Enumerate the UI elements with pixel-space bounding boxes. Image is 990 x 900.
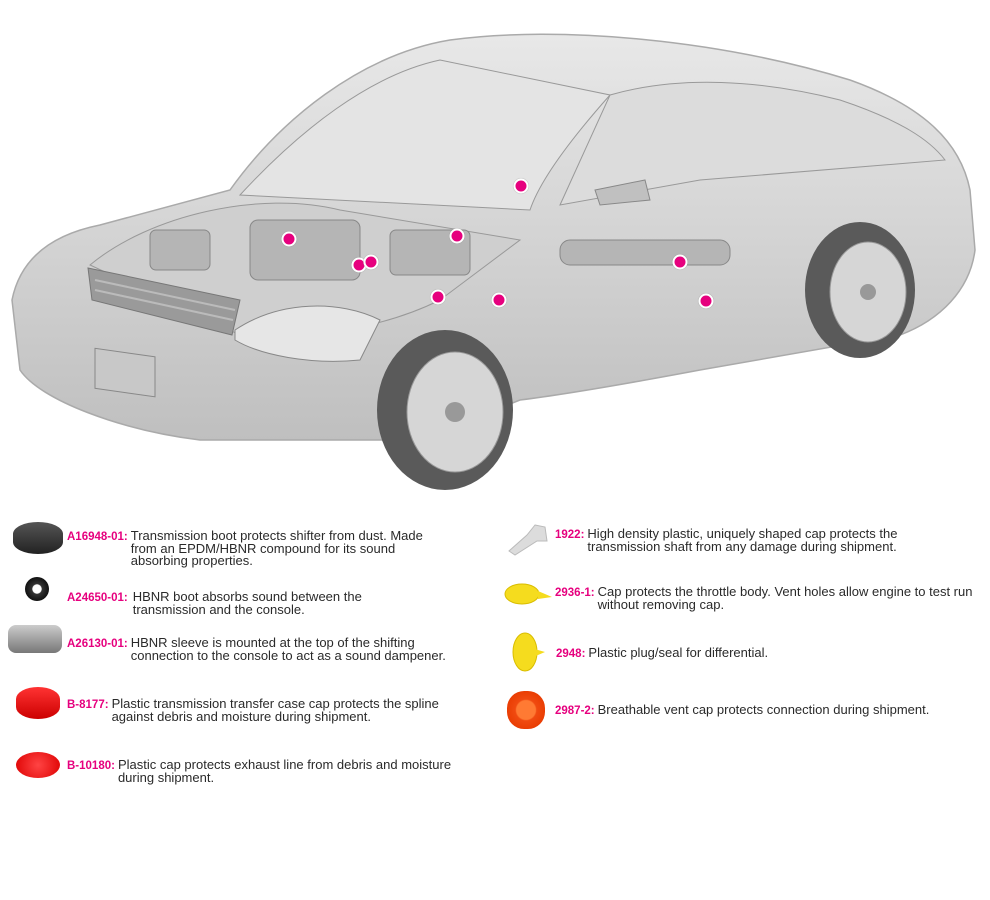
rear-wheel [805,222,915,358]
part-item: 1922: High density plastic, uniquely sha… [555,526,957,554]
part-description: Plastic plug/seal for differential. [588,645,769,660]
part-item: A24650-01: HBNR boot absorbs sound betwe… [67,589,403,617]
hotspot-marker[interactable] [281,231,297,247]
front-wheel [377,330,513,490]
part-code: A16948-01: [67,531,128,543]
hotspot-marker[interactable] [513,178,529,194]
license-plate [94,347,156,398]
part-code: A26130-01: [67,638,128,650]
orange-vent-cap-icon [507,691,545,729]
part-code: B-10180: [67,760,115,772]
part-item: B-8177: Plastic transmission transfer ca… [67,696,442,724]
part-description: High density plastic, uniquely shaped ca… [587,526,898,554]
hotspot-marker[interactable] [672,254,688,270]
hotspot-marker[interactable] [698,293,714,309]
part-code: B-8177: [67,699,109,711]
part-description: Cap protects the throttle body. Vent hol… [597,584,973,612]
part-item: 2987-2: Breathable vent cap protects con… [555,702,938,718]
hotspot-marker[interactable] [449,228,465,244]
black-ring-boot-icon [25,577,49,601]
part-description: Transmission boot protects shifter from … [130,528,423,568]
side-windows [559,81,946,206]
grille [87,267,241,336]
part-item: 2948: Plastic plug/seal for differential… [556,645,888,661]
yellow-vent-cap-icon [504,583,552,605]
part-description: Plastic cap protects exhaust line from d… [117,757,452,785]
headlight [234,305,381,362]
white-shaft-cap-icon [505,523,549,557]
part-item: 2936-1: Cap protects the throttle body. … [555,584,973,612]
red-cap-icon [16,687,60,719]
black-rubber-boot-icon [13,522,63,554]
part-description: HBNR boot absorbs sound between the tran… [132,589,362,617]
hotspot-marker[interactable] [491,292,507,308]
part-description: Plastic transmission transfer case cap p… [111,696,439,724]
yellow-plug-icon [511,632,547,672]
side-mirror [594,179,651,206]
hotspot-marker[interactable] [363,254,379,270]
part-code: 2936-1: [555,587,595,599]
grey-sleeve-icon [8,625,62,653]
engine-parts [149,219,731,281]
part-item: A16948-01: Transmission boot protects sh… [67,528,441,568]
part-description: Breathable vent cap protects connection … [597,702,930,717]
windshield [238,59,611,211]
part-item: A26130-01: HBNR sleeve is mounted at the… [67,635,471,663]
part-item: B-10180: Plastic cap protects exhaust li… [67,757,458,785]
part-code: 1922: [555,529,585,541]
part-code: 2987-2: [555,705,595,717]
red-flat-cap-icon [16,752,60,778]
part-code: A24650-01: [67,592,128,604]
part-description: HBNR sleeve is mounted at the top of the… [130,635,446,663]
part-code: 2948: [556,648,586,660]
hotspot-marker[interactable] [430,289,446,305]
car-cutaway-illustration [11,33,976,490]
